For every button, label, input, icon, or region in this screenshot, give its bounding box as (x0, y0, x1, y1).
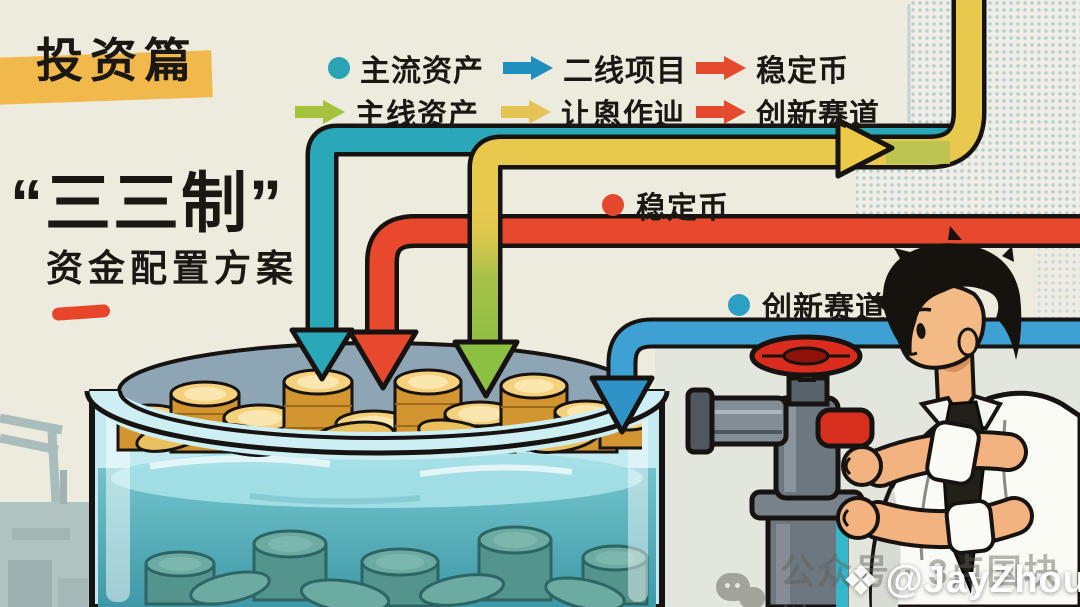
eye (916, 323, 926, 339)
callout-label: 稳定币 (636, 192, 729, 225)
legend-label: 主流资产 (360, 55, 484, 88)
coin-vat (84, 341, 670, 607)
legend-item-stablecoin: 稳定币 (696, 46, 849, 90)
wechat-account-label: 公众号 · 3点国块链 (780, 553, 1061, 607)
pipe-yellow-green (452, 0, 987, 399)
ear (957, 327, 979, 357)
blue-dot-icon (728, 294, 750, 316)
legend-label: 让悤作辿 (561, 99, 685, 132)
yellow-arrow-icon (501, 100, 551, 124)
yellow-right-arrow (835, 117, 895, 179)
teal-dot-icon (328, 57, 350, 79)
legend-item-mainstream: 主流资产 (328, 46, 484, 90)
legend-item-secondtier: 二线项目 (503, 46, 687, 90)
callout-stablecoin: 稳定币 (602, 183, 729, 227)
hair (882, 243, 1022, 360)
pipe-teal (289, 123, 952, 382)
legend-label: 二线项目 (563, 55, 687, 88)
green-arrow-icon (295, 100, 345, 124)
red-arrow-icon (696, 56, 746, 80)
headline-subtitle: 资金配置方案 (46, 248, 298, 289)
rolled-sleeve (925, 420, 981, 486)
legend-label: 创新赛道 (756, 99, 880, 132)
author-watermark: ❖ @JayZhou (842, 556, 1080, 605)
man-operator (836, 226, 1080, 607)
page-title: 投资篇 (36, 34, 198, 87)
legend-item-yellow: 让悤作辿 (501, 90, 685, 134)
red-arrow-icon (696, 100, 746, 124)
valve-knob (815, 407, 875, 449)
waterline (111, 448, 643, 508)
hand (836, 496, 880, 540)
hand (841, 445, 883, 487)
submerged-coins (144, 525, 649, 607)
headline-quote: “三三制” (10, 166, 284, 240)
callout-label: 创新赛道 (762, 292, 886, 325)
vat-rim (84, 391, 670, 460)
legend-label: 主线资产 (355, 99, 479, 132)
red-dot-icon (602, 194, 624, 216)
pipe-red (347, 214, 1080, 391)
halftone-texture (856, 0, 1080, 336)
blue-down-arrow (589, 375, 655, 435)
wechat-icon (716, 573, 768, 607)
pipe-blue (589, 317, 1080, 435)
callout-innovation: 创新赛道 (728, 283, 886, 327)
teal-down-arrow (289, 327, 355, 382)
green-down-arrow (452, 339, 520, 399)
legend-item-innovation: 创新赛道 (696, 90, 880, 134)
author-name: @JayZhou (885, 559, 1080, 601)
red-down-arrow (347, 329, 419, 391)
binance-diamond-icon: ❖ (842, 557, 880, 604)
legend-item-mainline: 主线资产 (295, 90, 479, 134)
wechat-watermark: 公众号 · 3点国块链 (716, 544, 1080, 607)
blue-arrow-icon (503, 56, 553, 80)
background-machinery (0, 413, 96, 607)
legend-label: 稳定币 (756, 55, 849, 88)
